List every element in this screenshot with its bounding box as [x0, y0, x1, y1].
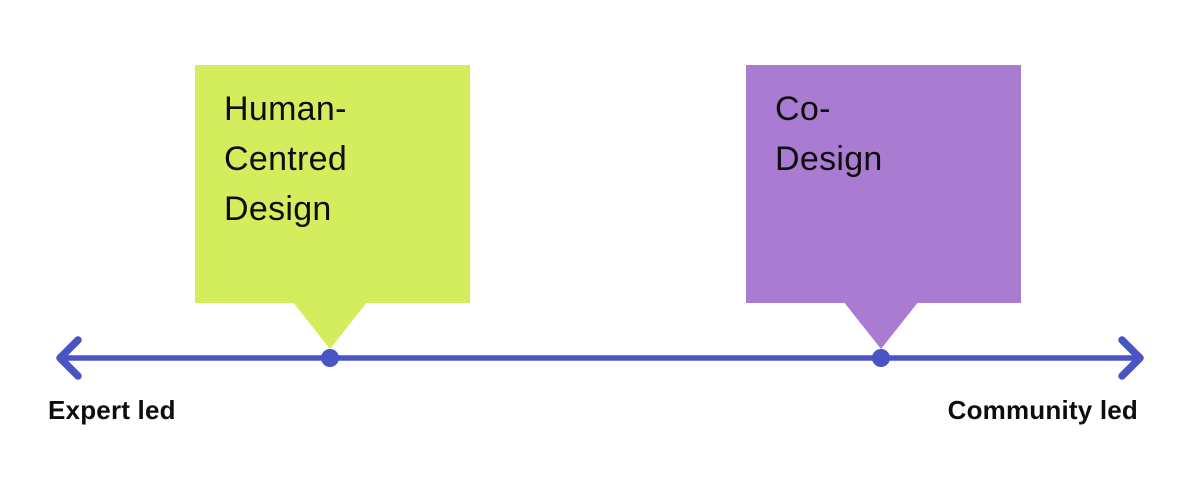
- marker-dot-co-design: [872, 349, 890, 367]
- axis-label-community-led: Community led: [947, 395, 1138, 425]
- callout-human-centred-design-label: Human- Centred Design: [224, 90, 348, 228]
- callout-co-design-label: Co- Design: [775, 90, 883, 178]
- marker-dot-human-centred-design: [321, 349, 339, 367]
- axis-label-expert-led: Expert led: [48, 395, 176, 425]
- right-arrowhead-icon: [1118, 336, 1144, 380]
- left-arrowhead-icon: [56, 336, 82, 380]
